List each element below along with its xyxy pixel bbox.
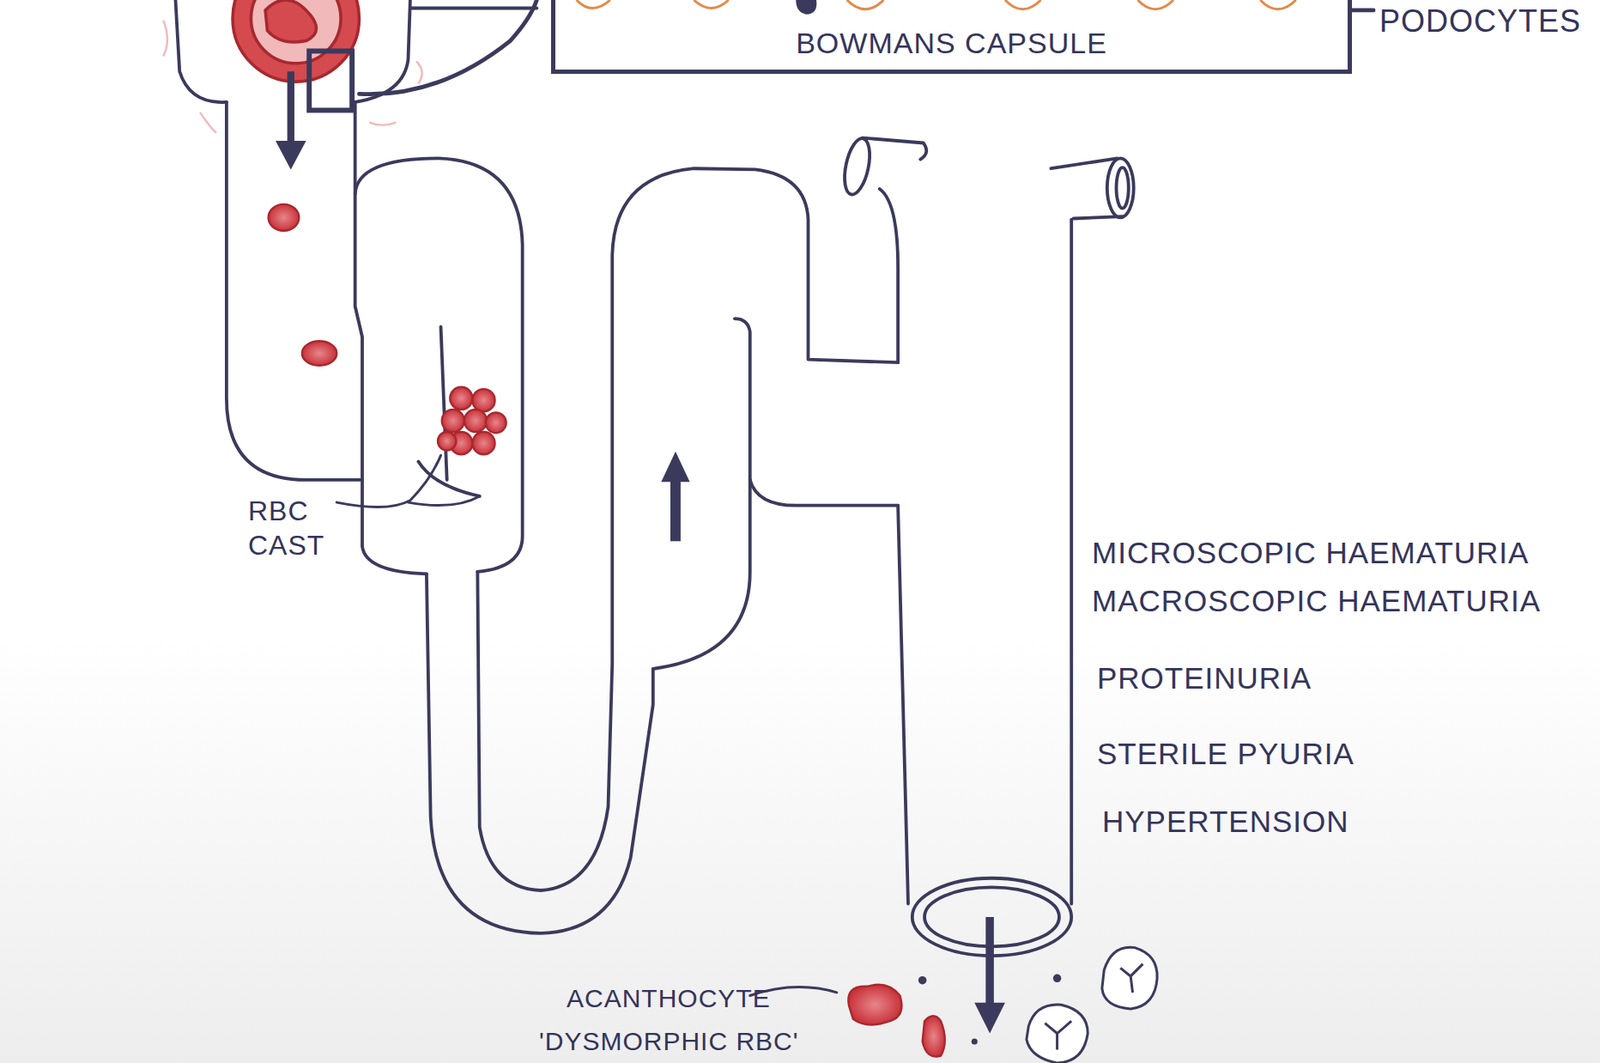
tube-opening (1107, 157, 1134, 218)
tube-opening (1116, 167, 1129, 209)
rbc-cast-cell (472, 431, 495, 455)
finding-label: MACROSCOPIC HAEMATURIA (1091, 583, 1541, 619)
bracket-line (1351, 8, 1374, 13)
red-cell (268, 204, 300, 231)
loop-wall (477, 168, 898, 891)
acanthocyte (848, 984, 902, 1025)
sediment-dot (971, 1037, 978, 1044)
podocyte (847, 0, 885, 10)
part-label: PODOCYTES (1379, 3, 1582, 40)
tubule-wall (441, 327, 448, 480)
tube-opening (840, 136, 874, 198)
duct-wall (1069, 219, 1073, 904)
finding-label: STERILE PYURIA (1096, 736, 1355, 771)
dct-wall (750, 479, 898, 506)
flow-arrow (287, 71, 295, 143)
rbc-cast-cell (485, 412, 507, 433)
inflammation-mark (200, 112, 217, 134)
flow-arrow (660, 451, 690, 483)
white-cell (1102, 946, 1158, 1009)
sediment-dot (1053, 974, 1062, 983)
cell-nucleus (1120, 963, 1143, 993)
red-cell (302, 340, 337, 366)
capsule-link (358, 0, 537, 95)
duct-wall (862, 138, 928, 160)
flow-arrow (275, 140, 307, 170)
rbc-cast-cell (437, 431, 456, 450)
capsule-link (410, 6, 537, 11)
duct-wall (879, 188, 898, 363)
inflammation-mark (416, 60, 423, 84)
finding-label: HYPERTENSION (1102, 804, 1350, 839)
loop-wall (734, 318, 751, 480)
leader-line (408, 496, 480, 506)
capsule-gap (309, 50, 352, 110)
duct-wall (1050, 157, 1117, 169)
part-label: 'DYSMORPHIC RBC' (539, 1026, 799, 1056)
finding-label: MICROSCOPIC HAEMATURIA (1091, 535, 1529, 570)
cell-blob (795, 0, 817, 15)
capsule-wall (175, 0, 226, 103)
duct-wall (897, 505, 909, 904)
rbc-cast-cell (472, 388, 495, 412)
glomerulus (232, 0, 359, 82)
capsule-box: BOWMANS CAPSULE (551, 0, 1352, 74)
rbc-cast-cell (449, 387, 473, 410)
podocyte (1005, 0, 1042, 10)
rbc-cast-cell (464, 409, 487, 432)
sediment-dot (918, 975, 928, 985)
acanthocyte (922, 1015, 946, 1056)
flow-arrow (974, 1002, 1006, 1034)
glomerulus (250, 0, 341, 64)
podocyte (693, 0, 728, 9)
inflammation-mark (369, 122, 396, 126)
glomerulus (265, 0, 316, 43)
flow-arrow (985, 916, 994, 1006)
part-label: ACANTHOCYTE (566, 983, 771, 1013)
leader-line (336, 454, 441, 507)
cell-nucleus (1044, 1020, 1072, 1049)
podocyte (1137, 0, 1174, 10)
box-title: BOWMANS CAPSULE (555, 26, 1348, 61)
rbc-cast-cell (442, 409, 465, 432)
capsule-wall (355, 0, 411, 103)
tubule-wall (226, 102, 363, 480)
podocyte (576, 0, 611, 9)
podocyte (1260, 0, 1297, 10)
finding-label: PROTEINURIA (1096, 660, 1312, 696)
inflammation-mark (163, 20, 168, 57)
tubule-wall (355, 157, 523, 572)
flow-arrow (670, 479, 681, 541)
white-cell (1026, 1004, 1088, 1063)
part-label: RBC CAST (248, 493, 343, 563)
